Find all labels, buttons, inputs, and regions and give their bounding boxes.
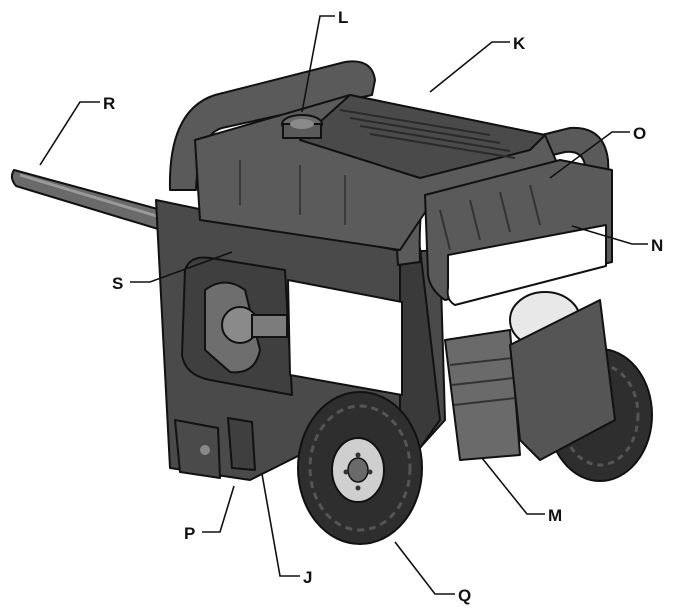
fuel-cap [281,114,323,139]
leader-O [549,131,630,179]
front-feet [174,417,256,479]
callout-label-J: J [303,568,312,587]
leader-M [481,457,545,515]
callout-leaders [39,15,648,595]
alternator-opening [181,256,293,396]
leader-J [261,473,300,577]
leader-L [301,15,335,113]
callout-label-P: P [184,524,195,543]
leader-K [429,41,510,93]
control-panel [424,159,613,306]
front-wheel [297,391,423,545]
callout-labels: L K R O S N P M J Q [103,8,663,605]
callout-label-R: R [103,94,115,113]
callout-label-O: O [633,124,646,143]
engine [444,291,616,461]
callout-label-K: K [513,34,526,53]
side-window [287,279,403,396]
callout-label-Q: Q [458,586,471,605]
callout-label-L: L [338,8,348,27]
leader-R [39,101,100,166]
callout-label-N: N [651,236,663,255]
leader-S [130,251,233,283]
handle [10,169,177,233]
leader-Q [394,541,455,595]
callout-label-M: M [548,506,562,525]
tank-ribs [339,109,516,159]
leader-N [571,225,648,245]
callout-label-S: S [112,274,123,293]
leader-P [202,485,235,533]
